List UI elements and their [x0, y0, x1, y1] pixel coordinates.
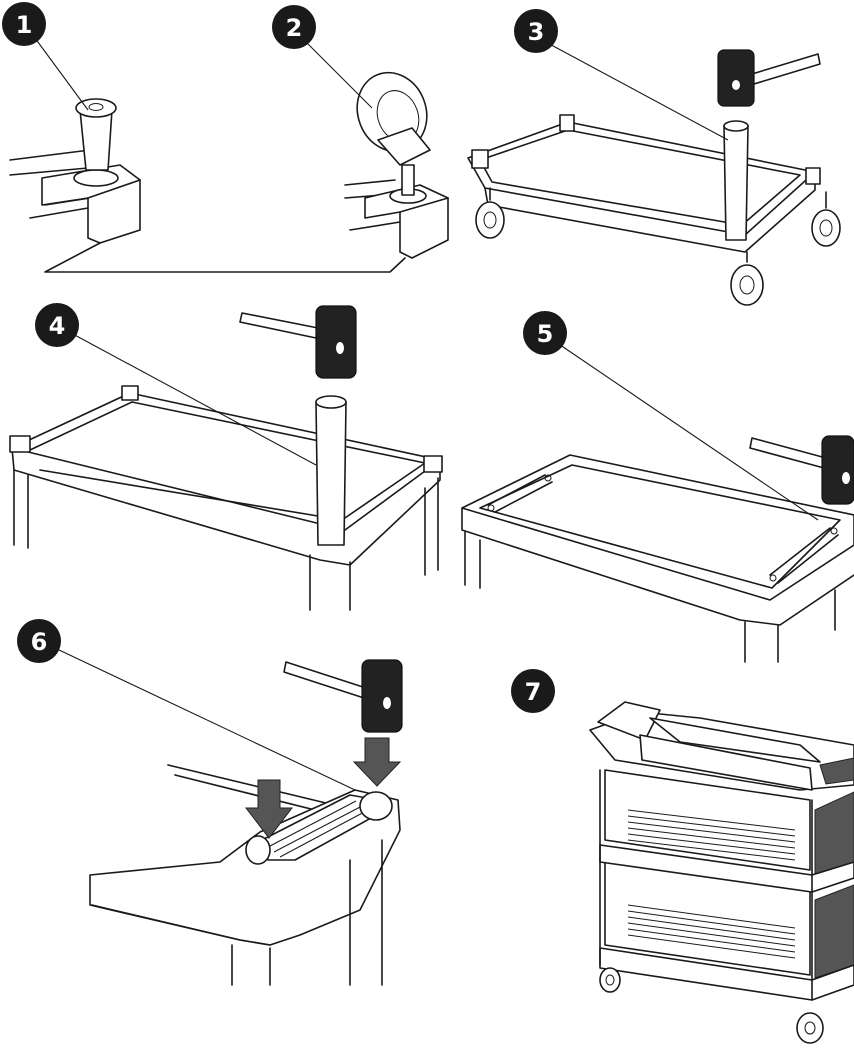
leader-line-2	[299, 35, 373, 109]
leader-line-3	[541, 39, 729, 141]
step-number-5: 5	[537, 320, 554, 348]
step-number-4: 4	[49, 312, 66, 340]
step-number-6: 6	[31, 628, 48, 656]
step-badge-5: 5	[523, 311, 567, 355]
step-2-illustration	[344, 71, 449, 259]
step-number-7: 7	[525, 678, 542, 706]
step-badge-4: 4	[35, 303, 79, 347]
step-number-3: 3	[528, 18, 545, 46]
step-badge-6: 6	[17, 619, 61, 663]
step-number-2: 2	[286, 14, 303, 42]
leader-line-1	[31, 33, 89, 111]
step-badge-2: 2	[272, 5, 316, 49]
leader-line-6	[37, 639, 356, 791]
step-badge-7: 7	[511, 669, 555, 713]
step-1-illustration	[9, 98, 406, 273]
step-badge-3: 3	[514, 9, 558, 53]
step-7-illustration	[589, 701, 854, 1044]
step-4-illustration	[9, 305, 443, 611]
step-3-illustration	[467, 49, 841, 306]
step-6-illustration	[89, 659, 403, 986]
leader-line-4	[57, 325, 317, 466]
step-number-1: 1	[16, 11, 33, 39]
step-badge-1: 1	[2, 2, 46, 46]
leader-line-5	[543, 333, 819, 521]
step-5-illustration	[461, 435, 854, 663]
